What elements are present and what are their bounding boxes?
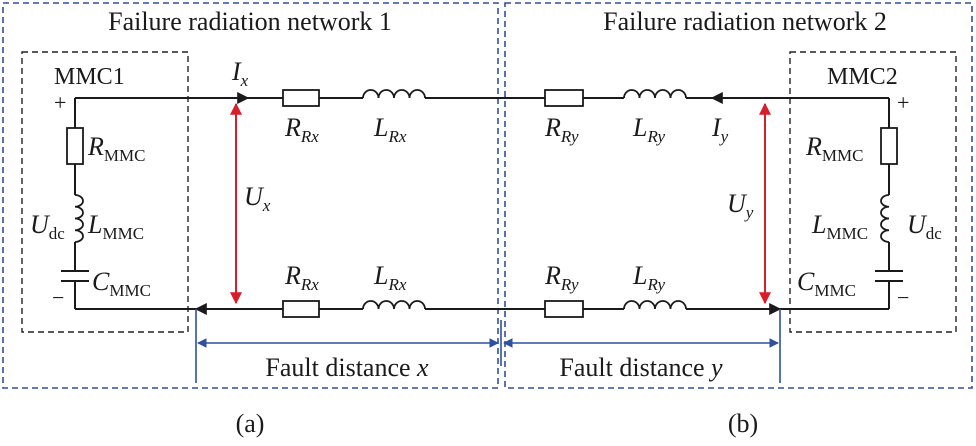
resistor-rx-top (282, 89, 320, 107)
mmc1-u-label: Udc (30, 210, 65, 243)
lry-top-label: LRy (632, 113, 666, 146)
mmc2-c-label: CMMC (797, 267, 856, 300)
rry-bottom-label: RRy (544, 261, 579, 294)
mmc1-plus: + (54, 90, 66, 115)
ux-label: Ux (244, 182, 271, 215)
mmc1-box (21, 51, 189, 333)
resistor-mmc2 (880, 127, 898, 165)
mmc1-c-label: CMMC (92, 267, 151, 300)
ix-label: Ix (231, 57, 249, 90)
rry-top-label: RRy (544, 113, 579, 146)
capacitor-mmc2 (875, 270, 903, 282)
mmc2-plus: + (897, 90, 909, 115)
wires (74, 97, 890, 310)
resistor-ry-bottom (544, 300, 584, 318)
capacitor-mmc1 (61, 270, 89, 282)
rrx-top-label: RRx (284, 113, 319, 146)
mmc1-r-label: RMMC (87, 132, 145, 165)
inductor-lrx-top (362, 89, 426, 99)
resistor-ry-top (544, 89, 584, 107)
inductor-mmc1 (74, 194, 84, 243)
fault-distance-y-label: Fault distance y (559, 353, 723, 382)
uy-label: Uy (727, 189, 754, 222)
lrx-top-label: LRx (373, 113, 407, 146)
mmc1-minus: − (52, 285, 64, 310)
resistor-rx-bottom (282, 300, 320, 318)
mmc1-l-label: LMMC (87, 210, 144, 243)
mmc1-label: MMC1 (54, 64, 125, 90)
inductor-lrx-bottom (362, 300, 426, 310)
resistor-mmc1 (66, 127, 84, 165)
iy-label: Iy (711, 113, 729, 146)
network-2-frame (504, 2, 973, 389)
inductor-lry-bottom (623, 300, 687, 310)
inductor-lry-top (623, 89, 687, 99)
lry-bottom-label: LRy (632, 261, 666, 294)
mmc2-r-label: RMMC (805, 132, 863, 165)
rrx-bottom-label: RRx (284, 261, 319, 294)
mmc2-u-label: Udc (907, 210, 942, 243)
mmc2-box (789, 51, 957, 333)
network-1-title: Failure radiation network 1 (108, 7, 392, 36)
mmc2-label: MMC2 (827, 64, 898, 90)
lrx-bottom-label: LRx (373, 261, 407, 294)
mmc2-l-label: LMMC (811, 210, 868, 243)
fault-distance-x-label: Fault distance x (265, 353, 429, 382)
network-2-title: Failure radiation network 2 (603, 7, 887, 36)
caption-b: (b) (728, 409, 758, 438)
inductor-mmc2 (880, 194, 890, 243)
mmc2-minus: − (897, 285, 909, 310)
caption-a: (a) (236, 409, 265, 438)
